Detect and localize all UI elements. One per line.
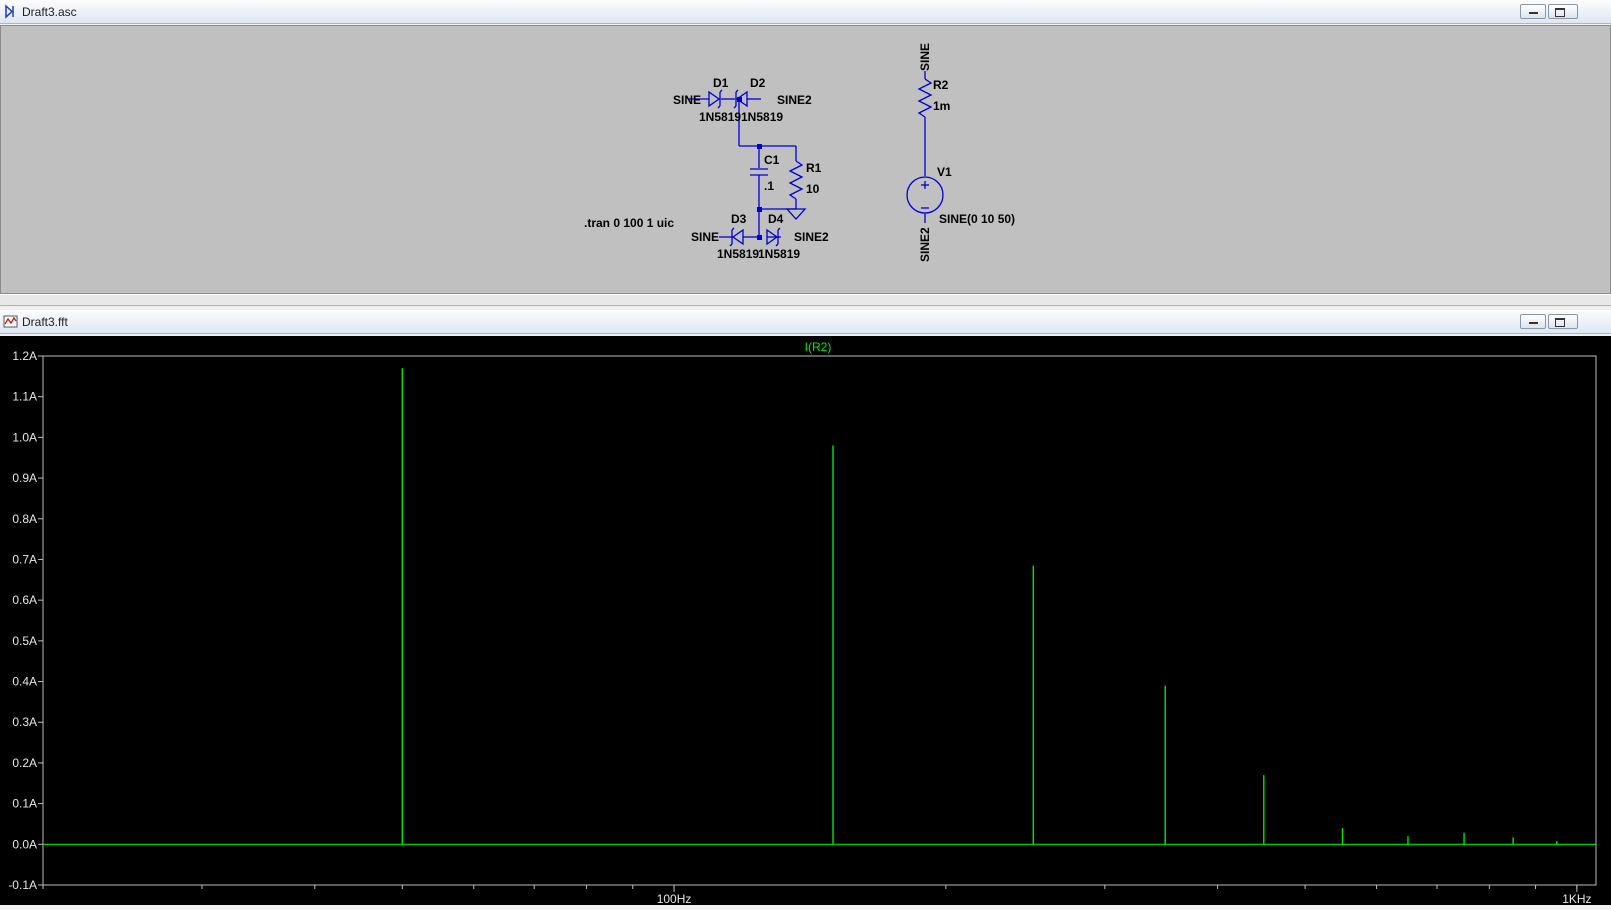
net-label-sine2-top: SINE2 (777, 93, 812, 107)
d4-model-label: 1N5819 (758, 247, 800, 261)
plot-restore-button[interactable] (1548, 314, 1578, 329)
plot-window-title: Draft3.fft (22, 315, 68, 329)
x-tick-label: 100Hz (657, 892, 692, 905)
y-tick-label: 0.0A (12, 837, 37, 851)
y-tick-label: 0.4A (12, 675, 37, 689)
y-tick-label: 0.2A (12, 756, 37, 770)
net-label-sine-r2: SINE (918, 43, 932, 71)
restore-icon (1555, 318, 1565, 327)
d2-ref-label: D2 (750, 76, 766, 90)
r1-ref-label: R1 (806, 161, 822, 175)
trace-i-r2 (43, 368, 1596, 845)
window-separator[interactable] (0, 294, 1611, 306)
restore-button[interactable] (1548, 4, 1578, 19)
c1-ref-label: C1 (764, 153, 780, 167)
plot-minimize-button[interactable] (1520, 314, 1546, 329)
schematic-window-title: Draft3.asc (22, 5, 77, 19)
d1-model-label: 1N5819 (699, 110, 741, 124)
minimize-button[interactable] (1520, 4, 1546, 19)
trace-label[interactable]: I(R2) (805, 340, 832, 354)
y-tick-label: 0.1A (12, 797, 37, 811)
y-tick-label: 0.9A (12, 471, 37, 485)
y-tick-label: 0.6A (12, 593, 37, 607)
d1-ref-label: D1 (713, 76, 729, 90)
schematic-titlebar[interactable]: Draft3.asc (0, 0, 1611, 24)
tran-directive[interactable]: .tran 0 100 1 uic (584, 216, 674, 230)
d3-ref-label: D3 (731, 212, 747, 226)
restore-icon (1555, 8, 1565, 17)
y-tick-label: 1.1A (12, 390, 37, 404)
y-axis: -0.1A 0.0A 0.1A 0.2A 0.3A 0.4A 0.5A 0.6A 0.7A 0.8… (8, 349, 43, 892)
y-tick-label: 0.8A (12, 512, 37, 526)
waveform-plot-area[interactable]: I(R2) -0.1A 0.0A 0.1A 0.2A 0.3A 0.4A 0.5A 0.6A 0… (0, 336, 1611, 906)
minimize-icon (1529, 12, 1538, 14)
d3-model-label: 1N5819 (717, 247, 759, 261)
schematic-app-icon (5, 4, 14, 19)
y-tick-label: 0.5A (12, 634, 37, 648)
d1-symbol (708, 90, 721, 108)
r2-ref-label: R2 (933, 78, 949, 92)
plot-frame (42, 355, 1597, 886)
d2-model-label: 1N5819 (741, 110, 783, 124)
v1-value-label: SINE(0 10 50) (939, 212, 1015, 226)
net-label-sine2-bottom: SINE2 (794, 230, 829, 244)
plot-titlebar[interactable]: Draft3.fft (0, 310, 1611, 334)
y-tick-label: 1.2A (12, 349, 37, 363)
schematic-canvas[interactable]: D1 D2 SINE SINE2 1N5819 1N5819 C1 .1 R1 … (0, 25, 1611, 294)
waveform-app-icon (3, 315, 18, 328)
y-tick-label: -0.1A (8, 878, 37, 892)
net-label-sine-bottom: SINE (691, 230, 719, 244)
y-tick-label: 0.3A (12, 715, 37, 729)
y-tick-label: 1.0A (12, 430, 37, 444)
v1-ref-label: V1 (937, 165, 952, 179)
r2-value-label: 1m (933, 99, 950, 113)
y-tick-label: 0.7A (12, 552, 37, 566)
net-label-sine2-v1: SINE2 (918, 227, 932, 262)
minimize-icon (1529, 322, 1538, 324)
d4-ref-label: D4 (768, 212, 784, 226)
r1-value-label: 10 (806, 182, 820, 196)
c1-value-label: .1 (764, 179, 774, 193)
x-tick-label: 1KHz (1562, 892, 1591, 905)
x-axis: 100Hz 1KHz (42, 885, 1592, 906)
net-label-sine-top: SINE (673, 93, 701, 107)
